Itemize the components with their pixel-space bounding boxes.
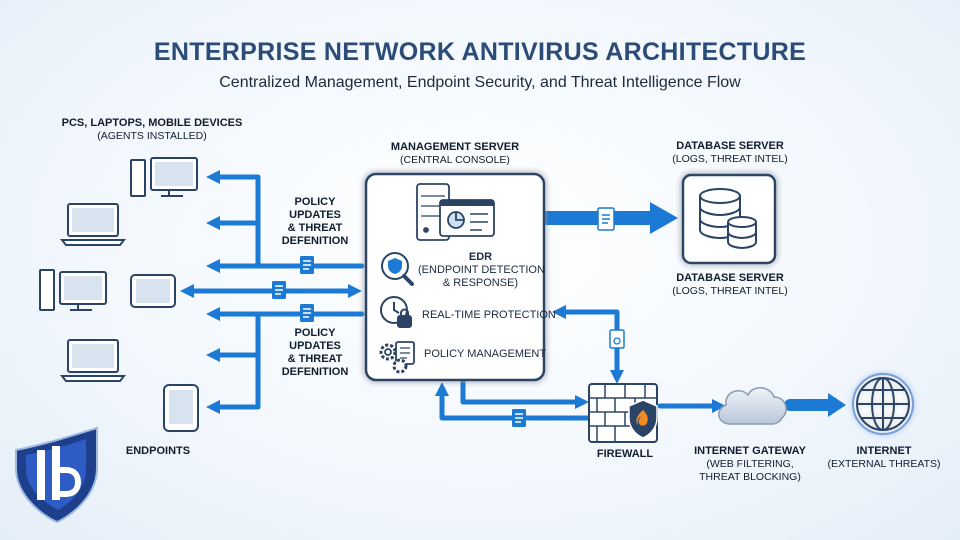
desktop-pc-icon: [130, 157, 198, 197]
tablet-icon: [163, 384, 199, 432]
firewall-icon: [588, 383, 658, 443]
endpoints-top-label: PCS, LAPTOPS, MOBILE DEVICES (AGENTS INS…: [52, 117, 252, 143]
database-label-bottom: DATABASE SERVER (LOGS, THREAT INTEL): [655, 272, 805, 298]
clock-lock-icon: [380, 296, 412, 328]
edr-line: (ENDPOINT DETECTION: [418, 264, 545, 276]
policy-upper-line: DEFENITION: [281, 235, 349, 247]
document-icon: [609, 329, 625, 349]
gateway-subtitle: (WEB FILTERING,: [706, 458, 794, 470]
server-console-icon: [416, 183, 495, 241]
document-icon: [597, 207, 615, 231]
policy-management-feature: POLICY MANAGEMENT: [424, 348, 547, 360]
database-subtitle: (LOGS, THREAT INTEL): [672, 153, 788, 165]
flow-server-to-firewall: [460, 377, 578, 405]
database-label-top: DATABASE SERVER (LOGS, THREAT INTEL): [655, 140, 805, 166]
edr-title: EDR: [468, 251, 493, 263]
internet-title: INTERNET: [856, 445, 912, 457]
cloud-icon: [718, 387, 787, 425]
management-server-title: MANAGEMENT SERVER: [390, 141, 520, 153]
laptop-icon: [59, 339, 127, 382]
arrow-heads: [180, 170, 846, 417]
database-subtitle: (LOGS, THREAT INTEL): [672, 285, 788, 297]
policy-lower-line: UPDATES: [289, 340, 341, 352]
document-icons: [272, 207, 625, 427]
policy-lower-line: POLICY: [294, 327, 336, 339]
gateway-title: INTERNET GATEWAY: [694, 445, 806, 457]
management-server-subtitle: (CENTRAL CONSOLE): [400, 154, 510, 166]
flow-firewall-return: [439, 391, 593, 421]
document-icon: [512, 409, 526, 427]
policy-lower-line: & THREAT: [287, 353, 343, 365]
endpoints-top-subtitle: (AGENTS INSTALLED): [97, 130, 207, 142]
desktop-pc-icon: [39, 269, 107, 311]
database-server-box: [681, 173, 777, 265]
flow-arrows: [189, 174, 836, 421]
document-icon: [300, 256, 314, 274]
diagram-title: ENTERPRISE NETWORK ANTIVIRUS ARCHITECTUR…: [153, 38, 807, 66]
endpoint-devices: [39, 157, 199, 432]
policy-label-lower: POLICY UPDATES & THREAT DEFENITION: [270, 327, 360, 379]
endpoints-bottom-label: ENDPOINTS: [125, 445, 191, 457]
policy-lower-line: DEFENITION: [281, 366, 349, 378]
tablet-icon: [130, 274, 176, 308]
policy-upper-line: UPDATES: [289, 209, 341, 221]
diagram-subtitle: Centralized Management, Endpoint Securit…: [219, 74, 741, 91]
document-icon: [300, 304, 314, 322]
realtime-protection-feature: REAL-TIME PROTECTION: [422, 309, 556, 321]
gear-document-icon: [379, 341, 415, 374]
management-server-box: [364, 172, 546, 382]
globe-icon: [852, 373, 914, 435]
document-icon: [272, 281, 286, 299]
firewall-label: FIREWALL: [596, 448, 654, 460]
laptop-icon: [59, 203, 127, 246]
internet-gateway-label: INTERNET GATEWAY (WEB FILTERING, THREAT …: [685, 445, 815, 484]
endpoints-top-title: PCS, LAPTOPS, MOBILE DEVICES: [61, 117, 243, 129]
flow-firewall-server: [562, 309, 620, 375]
policy-upper-line: & THREAT: [287, 222, 343, 234]
company-logo: [15, 426, 98, 524]
database-title: DATABASE SERVER: [676, 272, 784, 284]
database-title: DATABASE SERVER: [676, 140, 784, 152]
internet-label: INTERNET (EXTERNAL THREATS): [820, 445, 948, 471]
edr-magnifier-icon: [381, 252, 414, 286]
management-server-label: MANAGEMENT SERVER (CENTRAL CONSOLE): [375, 141, 535, 167]
edr-feature: EDR (ENDPOINT DETECTION & RESPONSE): [418, 251, 545, 290]
gateway-subtitle: THREAT BLOCKING): [699, 471, 801, 483]
internet-subtitle: (EXTERNAL THREATS): [827, 458, 941, 470]
policy-upper-line: POLICY: [294, 196, 336, 208]
policy-label-upper: POLICY UPDATES & THREAT DEFENITION: [270, 196, 360, 248]
database-icon: [699, 188, 757, 250]
edr-line: & RESPONSE): [442, 277, 519, 289]
